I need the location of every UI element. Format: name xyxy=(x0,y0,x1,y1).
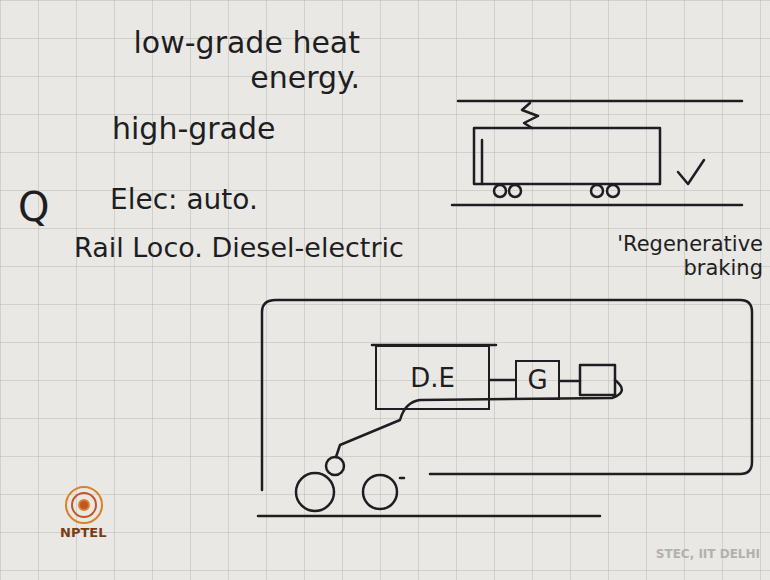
box-text: D.E xyxy=(410,363,455,393)
handwritten-note: high-grade xyxy=(112,112,352,147)
engine-box: D.E xyxy=(375,345,490,410)
handwritten-note: 'Regenerative braking xyxy=(588,232,763,280)
logo-text: NPTEL xyxy=(60,526,140,541)
watermark: STEC, IIT DELHI xyxy=(600,548,760,562)
box-text: G xyxy=(527,365,547,395)
handwritten-note: Elec: auto. xyxy=(110,184,370,216)
handwritten-note: Q xyxy=(18,184,78,230)
shaft-connector xyxy=(490,380,515,381)
handwritten-note: low-grade heat energy. xyxy=(110,26,360,95)
handwritten-note: Rail Loco. Diesel-electric xyxy=(74,232,544,263)
generator-box: G xyxy=(515,360,560,400)
